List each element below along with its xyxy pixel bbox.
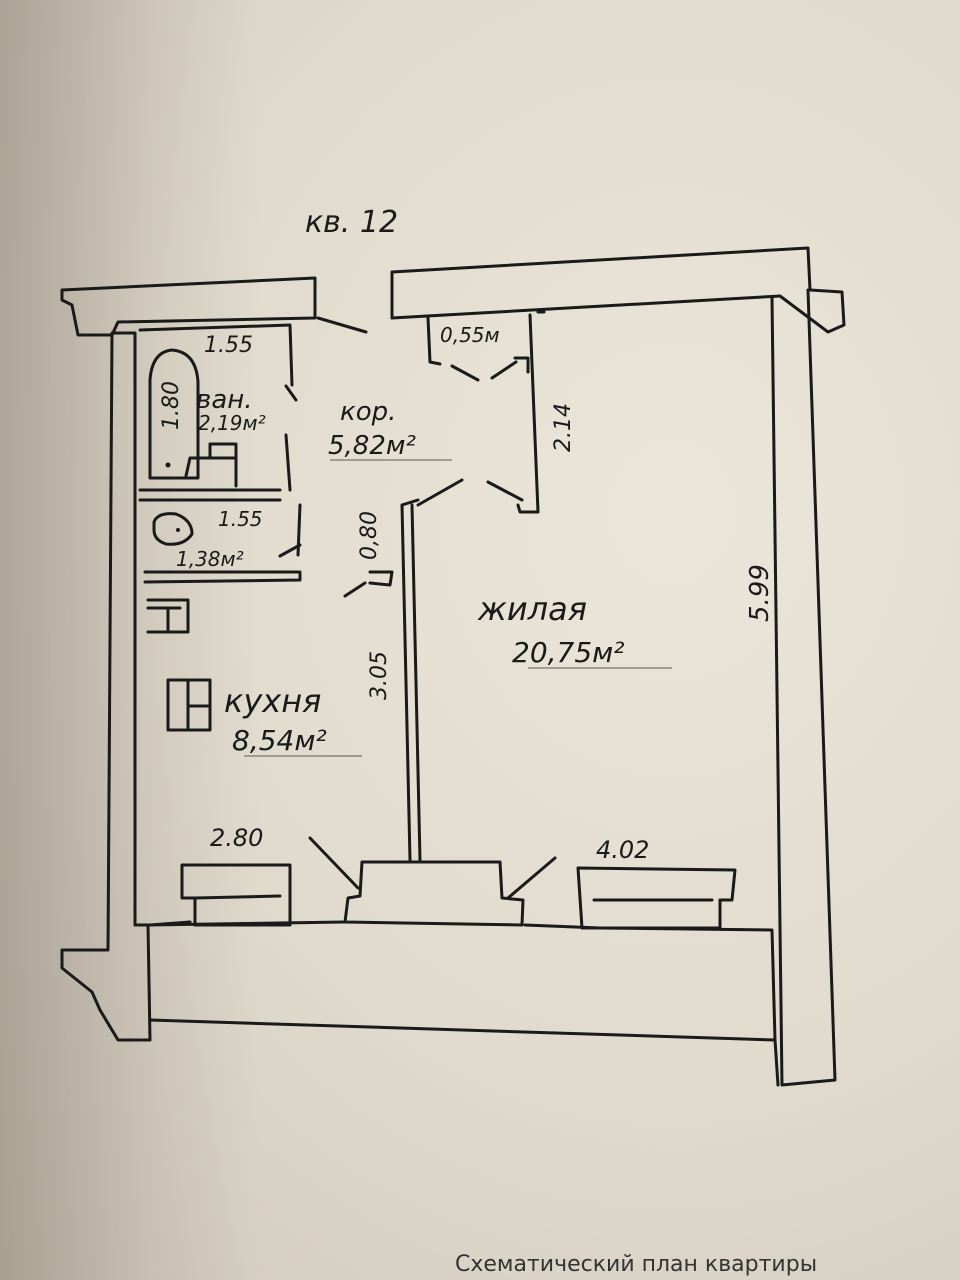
living-length-label: 5.99: [745, 564, 775, 622]
drain: [165, 462, 171, 468]
door-swing: [308, 836, 360, 890]
apartment-label: кв. 12: [305, 205, 398, 240]
bath-fixture: [184, 442, 238, 488]
bath-name-label: ван.: [196, 385, 253, 415]
bath-area-label: 2,19м²: [198, 411, 266, 435]
door-swing: [284, 384, 298, 402]
toilet: [152, 512, 194, 546]
living-area-label: 20,75м²: [512, 636, 625, 669]
entrance-door: [316, 316, 368, 334]
closet: [426, 316, 530, 374]
corridor-wall: [516, 310, 546, 514]
bathtub: [148, 348, 200, 480]
wall-top-right: [390, 246, 846, 334]
bathroom-walls: [138, 323, 302, 557]
wall-bottom: [146, 920, 780, 1087]
sink: [146, 598, 190, 634]
kitchen-area-label: 8,54м²: [232, 724, 327, 757]
balcony-door: [343, 860, 525, 927]
corridor-area-label: 5,82м²: [328, 431, 416, 461]
corridor-depth-label: 2.14: [551, 403, 576, 452]
living-name-label: жилая: [477, 590, 587, 628]
stove: [166, 678, 212, 732]
wall-left: [60, 331, 152, 1042]
caption-text: Схематический план квартиры: [455, 1252, 818, 1277]
door-swing: [450, 364, 480, 382]
door-swing: [486, 480, 524, 502]
wall-right: [770, 288, 837, 1087]
living-width-label: 4.02: [596, 836, 649, 864]
door-swing: [416, 478, 464, 507]
door-swing: [506, 856, 557, 900]
kitchen-name-label: кухня: [224, 682, 321, 720]
door-swing: [343, 581, 367, 598]
partition-wall: [368, 498, 422, 862]
closet-label: 0,55м: [440, 323, 500, 347]
living-window: [576, 866, 737, 930]
bath-width-label: 1.55: [204, 333, 253, 358]
door-swing: [490, 360, 518, 380]
toilet-bowl: [176, 528, 180, 532]
kitchen-width-label: 2.80: [210, 824, 263, 852]
toilet-area-label: 1,38м²: [176, 547, 244, 571]
corridor-name-label: кор.: [340, 397, 396, 427]
kitchen-length-label: 3.05: [367, 651, 392, 700]
kitchen-window: [180, 863, 292, 927]
bath-length-label: 1.80: [159, 381, 184, 430]
door-width-label: 0,80: [357, 511, 382, 560]
door-swing: [278, 543, 302, 558]
toilet-width-label: 1.55: [218, 507, 263, 531]
toilet-wall: [143, 570, 302, 584]
